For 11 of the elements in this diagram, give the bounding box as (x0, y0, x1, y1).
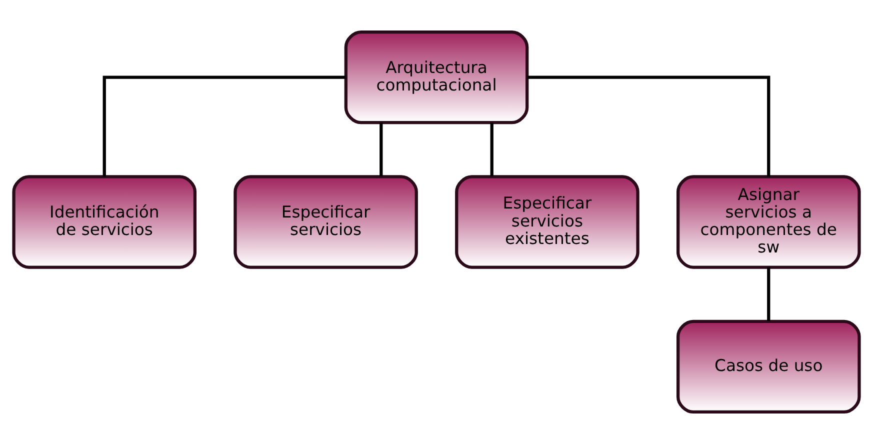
connector (490, 122, 494, 176)
connector (767, 266, 770, 320)
connector (380, 122, 383, 176)
node-box: Casos de uso (676, 319, 861, 414)
connector (102, 75, 346, 176)
node-box: Arquitectura computacional (344, 30, 529, 124)
node-box: Especificar servicios existentes (455, 174, 640, 268)
connector (527, 75, 770, 176)
node-box: Asignar servicios a componentes de sw (676, 174, 861, 268)
node-box: Especificar servicios (234, 174, 418, 268)
node-box: Identificación de servicios (12, 174, 197, 268)
